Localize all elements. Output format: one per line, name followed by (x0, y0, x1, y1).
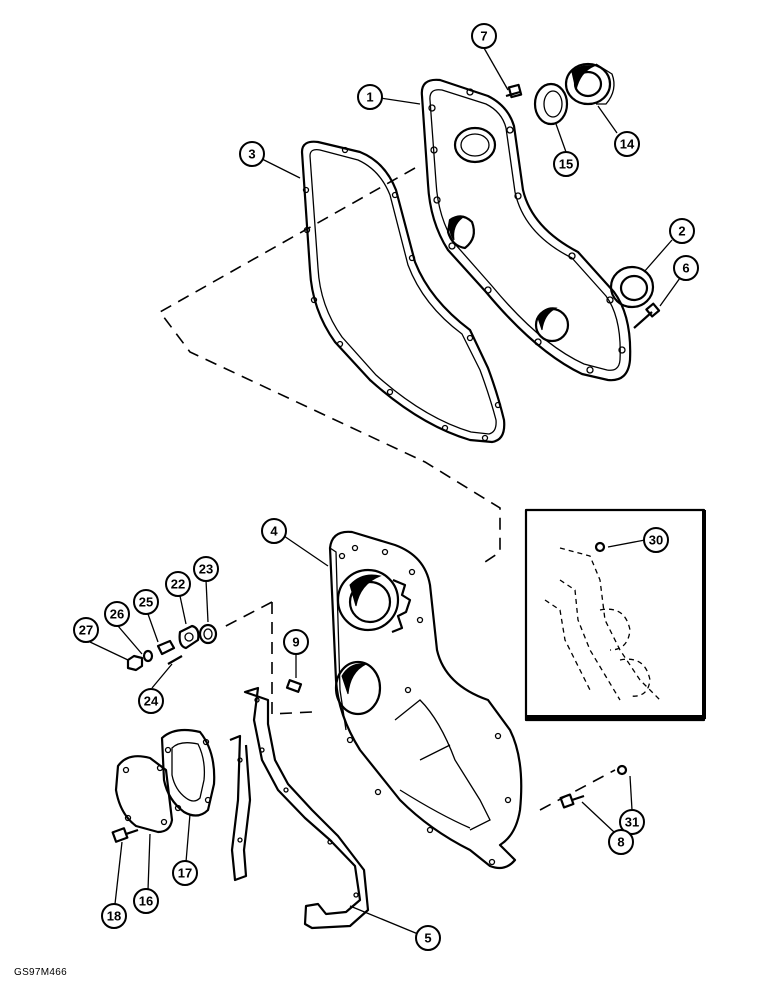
callout-24: 24 (138, 688, 164, 714)
bolt-part-7 (505, 83, 523, 99)
callout-3: 3 (239, 141, 265, 167)
callout-9: 9 (283, 629, 309, 655)
gasket-part-3 (300, 140, 506, 444)
bolt-part-8 (559, 793, 585, 809)
callout-15: 15 (553, 151, 579, 177)
seal-part-2 (609, 265, 655, 309)
front-cover-part-1 (420, 78, 632, 382)
plate-part-22 (178, 624, 200, 650)
gear-housing-part-4 (328, 530, 523, 870)
svg-text:6: 6 (682, 261, 689, 276)
callout-17: 17 (172, 860, 198, 886)
callout-18: 18 (101, 903, 127, 929)
callout-8: 8 (608, 829, 634, 855)
plug-part-30 (594, 541, 606, 553)
svg-text:9: 9 (292, 635, 299, 650)
callout-26: 26 (104, 601, 130, 627)
plug-part-25 (156, 639, 176, 656)
svg-text:18: 18 (107, 909, 121, 924)
svg-text:26: 26 (110, 607, 124, 622)
svg-text:16: 16 (139, 894, 153, 909)
callout-14: 14 (614, 131, 640, 157)
svg-text:7: 7 (480, 29, 487, 44)
svg-text:22: 22 (171, 577, 185, 592)
svg-text:17: 17 (178, 866, 192, 881)
housing-gear-teeth (391, 578, 412, 634)
callout-22: 22 (165, 571, 191, 597)
washer-part-26 (142, 649, 154, 663)
callout-5: 5 (415, 925, 441, 951)
svg-text:31: 31 (625, 815, 639, 830)
svg-text:24: 24 (144, 694, 159, 709)
housing-openings (334, 568, 400, 716)
dowel-part-9 (285, 679, 303, 693)
leader-lines (89, 47, 681, 935)
gasket-part-17 (160, 728, 216, 817)
callout-27: 27 (73, 617, 99, 643)
bolt-part-18 (111, 827, 139, 843)
svg-text:25: 25 (139, 595, 153, 610)
seal-part-14 (564, 62, 615, 106)
callout-1: 1 (357, 84, 383, 110)
detail-inset (524, 508, 706, 722)
seal-ring-part-23 (198, 623, 218, 645)
svg-text:23: 23 (199, 562, 213, 577)
callout-25: 25 (133, 589, 159, 615)
svg-text:5: 5 (424, 931, 431, 946)
bolt-part-6 (633, 302, 661, 329)
callout-6: 6 (673, 255, 699, 281)
cover-openings (446, 126, 570, 343)
housing-bolt-holes (338, 544, 512, 866)
ring-part-31 (616, 764, 628, 776)
svg-text:8: 8 (617, 835, 624, 850)
callout-16: 16 (133, 888, 159, 914)
callout-31: 31 (619, 809, 645, 835)
svg-text:2: 2 (678, 224, 685, 239)
svg-text:1: 1 (366, 90, 373, 105)
alignment-dashed-lines (158, 167, 616, 811)
gasket-bolt-holes (302, 146, 502, 442)
svg-text:15: 15 (559, 157, 573, 172)
gasket-part-5 (229, 686, 370, 930)
inset-housing-sketch (544, 547, 661, 701)
svg-text:30: 30 (649, 533, 663, 548)
gasket5-holes (237, 697, 359, 898)
callout-23: 23 (193, 556, 219, 582)
cover-plate-part-16 (114, 755, 174, 834)
svg-text:3: 3 (248, 147, 255, 162)
seal-part-15 (533, 82, 569, 126)
drawing-code-label: GS97M466 (14, 967, 67, 978)
svg-text:27: 27 (79, 623, 93, 638)
callout-7: 7 (471, 23, 497, 49)
callout-2: 2 (669, 218, 695, 244)
svg-text:14: 14 (620, 137, 635, 152)
bolt-part-24 (167, 655, 183, 665)
nut-part-27 (126, 654, 144, 672)
svg-text:4: 4 (270, 524, 278, 539)
callout-4: 4 (261, 518, 287, 544)
callout-30: 30 (643, 527, 669, 553)
cover-bolt-holes (428, 88, 626, 374)
